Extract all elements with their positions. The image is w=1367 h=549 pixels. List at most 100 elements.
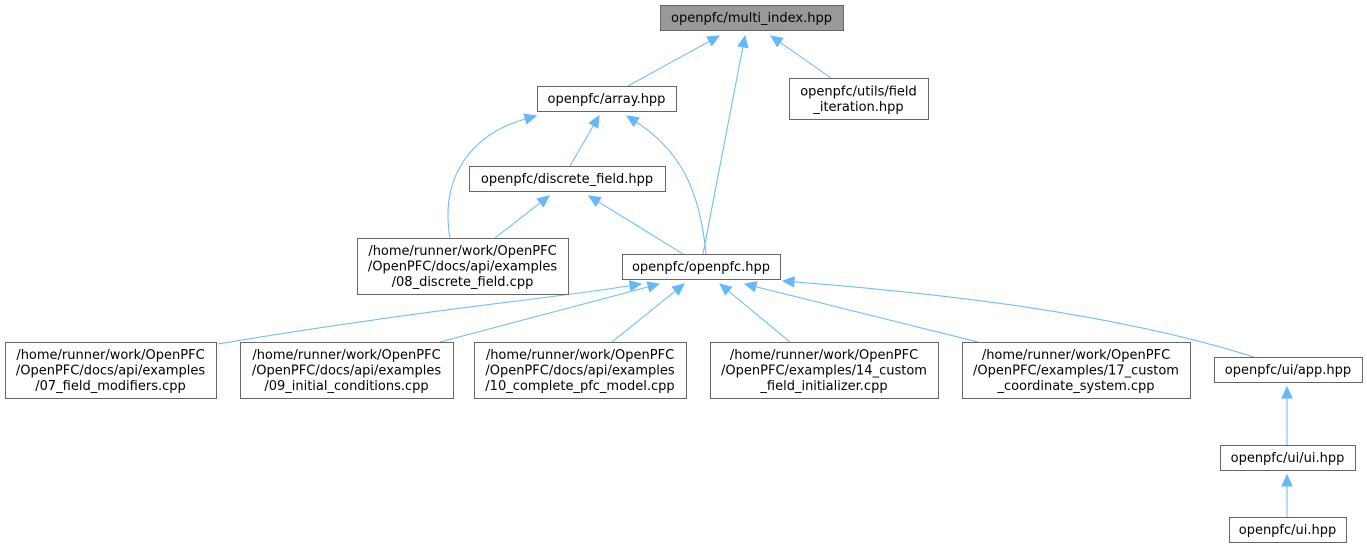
- edge-ex10-to-openpfc: [611, 283, 685, 343]
- node-box: [710, 342, 939, 399]
- node-box: [5, 342, 217, 399]
- edge-ex07-to-openpfc: [217, 280, 643, 345]
- edge-ex09-to-openpfc: [439, 281, 661, 343]
- edge-field_iteration-to-multi_index: [770, 35, 832, 79]
- node-label-line: /09_initial_conditions.cpp: [264, 379, 428, 394]
- edge-openpfc-to-multi_index: [702, 34, 749, 255]
- node-label-line: openpfc/ui/ui.hpp: [1231, 451, 1345, 466]
- node-array[interactable]: openpfc/array.hpp: [537, 86, 677, 112]
- arrowhead: [706, 35, 721, 47]
- arrowhead: [587, 195, 602, 207]
- edge-ui-to-ui_ui: [1281, 473, 1293, 517]
- node-box: [1214, 357, 1363, 383]
- node-ex10[interactable]: /home/runner/work/OpenPFC/OpenPFC/docs/a…: [474, 342, 687, 399]
- node-label-line: /OpenPFC/docs/api/examples: [368, 260, 558, 275]
- node-box: [240, 342, 454, 399]
- node-multi-index: openpfc/multi_index.hpp: [660, 5, 844, 31]
- node-box: [1229, 517, 1347, 543]
- node-ex09[interactable]: /home/runner/work/OpenPFC/OpenPFC/docs/a…: [240, 342, 454, 399]
- edge-line: [611, 289, 677, 343]
- edge-line: [569, 124, 595, 167]
- edge-ex08-to-discrete_field: [494, 195, 550, 239]
- node-label-line: _iteration.hpp: [812, 100, 903, 115]
- node-box: [622, 254, 781, 280]
- edge-line: [494, 201, 542, 239]
- node-box: [962, 342, 1191, 399]
- edge-line: [702, 45, 744, 255]
- node-label-line: /OpenPFC/docs/api/examples: [485, 364, 675, 379]
- node-ui-ui[interactable]: openpfc/ui/ui.hpp: [1220, 445, 1356, 471]
- edge-ex17-to-openpfc: [743, 281, 979, 343]
- node-box: [537, 86, 677, 112]
- node-ex08[interactable]: /home/runner/work/OpenPFC/OpenPFC/docs/a…: [357, 238, 569, 295]
- node-label-line: /OpenPFC/examples/17_custom: [973, 364, 1179, 379]
- edge-openpfc-to-discrete_field: [587, 195, 684, 255]
- arrowhead: [628, 280, 643, 292]
- arrowhead: [536, 195, 550, 208]
- node-ui[interactable]: openpfc/ui.hpp: [1229, 517, 1347, 543]
- node-label-line: /08_discrete_field.cpp: [392, 275, 534, 290]
- arrowhead: [770, 35, 784, 48]
- node-label-line: /10_complete_pfc_model.cpp: [485, 379, 674, 394]
- node-label-line: /home/runner/work/OpenPFC: [982, 348, 1170, 363]
- edge-ui_app-to-openpfc: [781, 276, 1255, 358]
- arrowhead: [743, 281, 758, 293]
- edge-line: [635, 120, 707, 255]
- node-label-line: _coordinate_system.cpp: [996, 379, 1154, 394]
- edge-line: [597, 200, 684, 255]
- node-box: [660, 5, 844, 31]
- node-box: [1220, 445, 1356, 471]
- node-label-line: openpfc/utils/field: [800, 84, 917, 99]
- node-label-line: openpfc/ui/app.hpp: [1225, 363, 1351, 378]
- node-label-line: openpfc/openpfc.hpp: [632, 260, 770, 275]
- edge-line: [754, 285, 979, 343]
- node-label-line: /home/runner/work/OpenPFC: [486, 348, 674, 363]
- node-label-line: /home/runner/work/OpenPFC: [252, 348, 440, 363]
- edge-line: [627, 40, 711, 87]
- edge-line: [778, 41, 832, 79]
- node-ex07[interactable]: /home/runner/work/OpenPFC/OpenPFC/docs/a…: [5, 342, 217, 399]
- arrowhead: [646, 281, 661, 293]
- arrowhead: [719, 283, 733, 296]
- edge-line: [217, 285, 632, 345]
- node-box: [469, 166, 666, 192]
- edges-layer: [217, 34, 1293, 517]
- node-ex14[interactable]: /home/runner/work/OpenPFC/OpenPFC/exampl…: [710, 342, 939, 399]
- edge-line: [727, 289, 791, 343]
- node-label-line: /home/runner/work/OpenPFC: [730, 348, 918, 363]
- node-label-line: openpfc/discrete_field.hpp: [481, 172, 653, 187]
- arrowhead: [671, 283, 685, 296]
- edge-openpfc-to-array: [625, 115, 707, 255]
- node-label-line: openpfc/multi_index.hpp: [671, 11, 832, 26]
- node-box: [357, 238, 569, 295]
- edge-ex08-to-array: [447, 113, 538, 239]
- arrowhead: [625, 115, 640, 128]
- arrowhead: [588, 114, 600, 129]
- node-label-line: /home/runner/work/OpenPFC: [16, 348, 204, 363]
- node-label-line: /OpenPFC/examples/14_custom: [721, 364, 927, 379]
- edge-discrete_field-to-array: [569, 114, 600, 167]
- edge-line: [439, 286, 650, 343]
- node-openpfc[interactable]: openpfc/openpfc.hpp: [622, 254, 781, 280]
- node-ex17[interactable]: /home/runner/work/OpenPFC/OpenPFC/exampl…: [962, 342, 1191, 399]
- node-field-iteration[interactable]: openpfc/utils/field_iteration.hpp: [789, 78, 929, 120]
- node-ui-app[interactable]: openpfc/ui/app.hpp: [1214, 357, 1363, 383]
- arrowhead: [781, 276, 795, 288]
- node-label-line: /OpenPFC/docs/api/examples: [252, 364, 442, 379]
- node-label-line: _field_initializer.cpp: [759, 379, 887, 394]
- node-box: [789, 78, 929, 120]
- edge-ui_ui-to-ui_app: [1281, 385, 1293, 445]
- edge-line: [447, 118, 527, 239]
- arrowhead: [523, 113, 538, 125]
- arrowhead: [1281, 473, 1293, 487]
- node-label-line: openpfc/array.hpp: [548, 92, 666, 107]
- edge-line: [792, 281, 1255, 358]
- node-label-line: /home/runner/work/OpenPFC: [368, 244, 556, 259]
- node-label-line: /OpenPFC/docs/api/examples: [16, 364, 206, 379]
- edge-array-to-multi_index: [627, 35, 721, 87]
- nodes-layer: openpfc/multi_index.hpp openpfc/array.hpp…: [5, 5, 1363, 543]
- arrowhead: [1281, 385, 1293, 399]
- node-discrete-field[interactable]: openpfc/discrete_field.hpp: [469, 166, 666, 192]
- node-label-line: /07_field_modifiers.cpp: [35, 379, 186, 394]
